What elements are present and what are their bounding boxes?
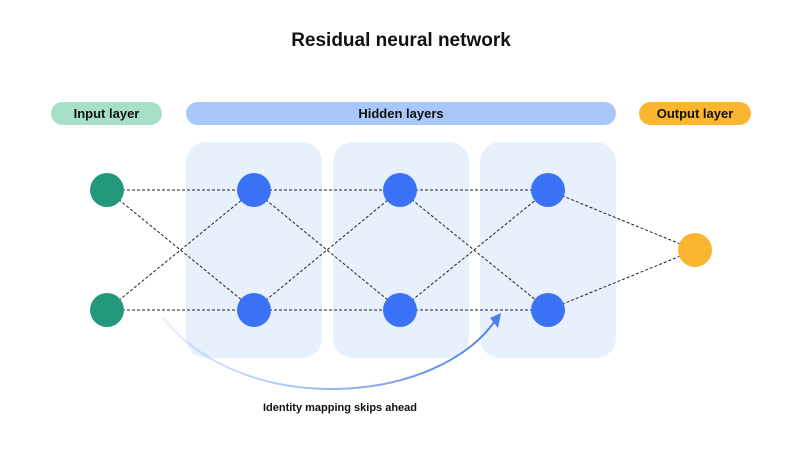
connection-line [253, 189, 401, 311]
input-node-1 [90, 173, 124, 207]
hidden-node-1-1 [237, 173, 271, 207]
diagram-title: Residual neural network [291, 30, 511, 51]
connections [106, 189, 696, 311]
hidden-node-2-1 [383, 173, 417, 207]
nodes [90, 173, 712, 327]
connection-line [253, 189, 401, 311]
skip-connection [162, 313, 501, 390]
hidden-node-3-1 [531, 173, 565, 207]
connection-line [399, 189, 549, 311]
hidden-layers-label: Hidden layers [186, 102, 616, 125]
skip-arrow-curve [162, 317, 498, 390]
connection-line [547, 249, 696, 311]
input-layer-label: Input layer [51, 102, 162, 125]
connection-line [547, 189, 696, 251]
connection-line [106, 189, 255, 311]
skip-arrowhead [490, 313, 501, 328]
connection-line [106, 189, 255, 311]
hidden-node-2-2 [383, 293, 417, 327]
input-node-2 [90, 293, 124, 327]
skip-caption: Identity mapping skips ahead [262, 402, 418, 414]
output-node [678, 233, 712, 267]
output-layer-label: Output layer [639, 102, 751, 125]
hidden-node-1-2 [237, 293, 271, 327]
hidden-node-3-2 [531, 293, 565, 327]
